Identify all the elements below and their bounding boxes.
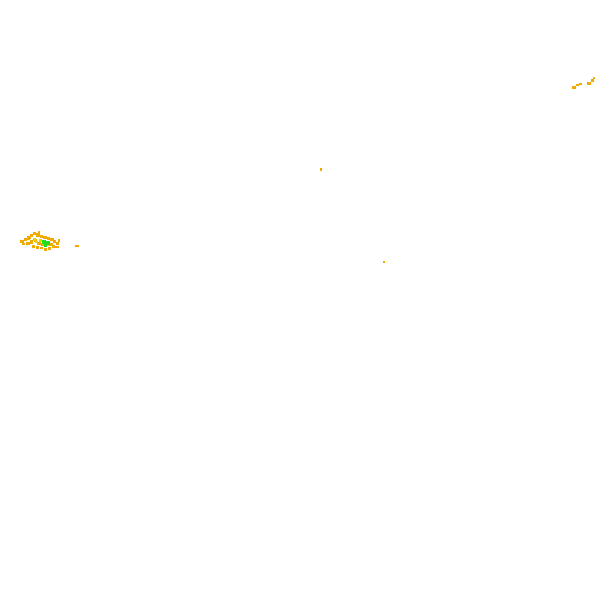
map-pixel xyxy=(579,83,582,85)
map-pixel xyxy=(383,261,385,263)
map-pixel xyxy=(27,236,30,240)
map-pixel xyxy=(30,234,33,237)
map-pixel xyxy=(20,240,24,243)
map-pixel-mid xyxy=(35,241,38,243)
map-pixel xyxy=(591,79,594,82)
map-pixel xyxy=(48,247,51,250)
map-pixel xyxy=(40,247,43,249)
map-pixel xyxy=(26,242,30,245)
map-pixel xyxy=(320,168,322,171)
map-pixel-mid xyxy=(39,239,42,242)
map-pixel xyxy=(36,246,39,249)
map-pixel xyxy=(32,245,35,248)
map-pixel xyxy=(43,236,47,239)
map-pixel xyxy=(56,242,59,245)
map-pixel xyxy=(41,243,44,246)
map-pixel xyxy=(52,245,55,248)
map-pixel xyxy=(593,77,595,79)
map-pixel xyxy=(40,235,43,238)
map-pixel xyxy=(30,240,33,244)
map-pixel xyxy=(55,246,59,248)
map-pixel xyxy=(75,245,79,247)
map-pixel xyxy=(587,82,591,85)
map-pixel xyxy=(36,233,40,237)
map-pixel xyxy=(572,86,576,89)
map-pixel xyxy=(33,232,36,235)
map-pixel xyxy=(29,237,31,239)
map-pixel xyxy=(50,238,54,241)
map-pixel xyxy=(44,248,47,251)
map-pixel-high xyxy=(44,244,47,247)
map-pixel xyxy=(22,243,25,245)
map-pixel-mid xyxy=(33,238,36,241)
map-pixel xyxy=(38,231,40,233)
map-pixel xyxy=(47,237,50,240)
map-pixel-high xyxy=(46,241,50,245)
map-pixel xyxy=(58,239,60,242)
map-pixel xyxy=(49,243,53,246)
map-pixel xyxy=(37,242,41,245)
map-pixel-high xyxy=(42,240,46,244)
map-pixel xyxy=(24,238,27,241)
map-pixel xyxy=(53,240,56,243)
map-pixel xyxy=(576,84,579,86)
